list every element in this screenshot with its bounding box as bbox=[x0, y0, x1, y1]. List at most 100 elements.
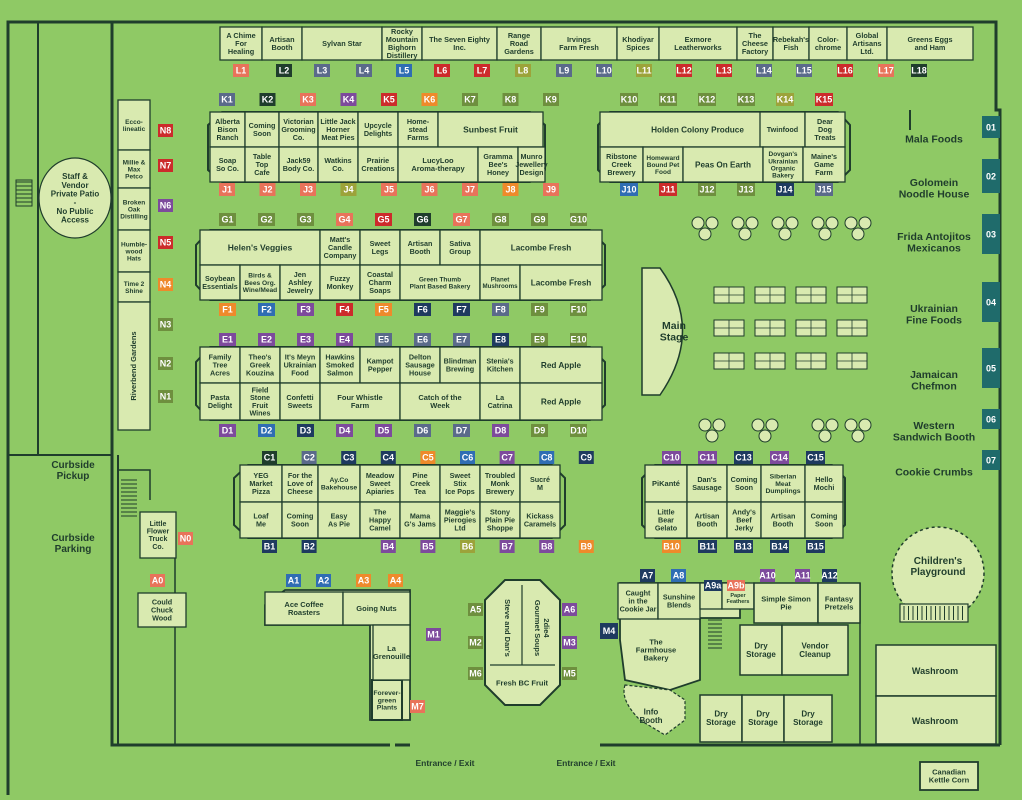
booth-c11[interactable] bbox=[686, 464, 728, 503]
booth-j2[interactable] bbox=[244, 146, 280, 183]
booth-l5[interactable] bbox=[381, 26, 423, 61]
code-tag-a4 bbox=[388, 574, 403, 587]
booth-l12[interactable] bbox=[658, 26, 738, 61]
booth-f5[interactable] bbox=[359, 264, 401, 301]
booth-d9[interactable] bbox=[519, 382, 603, 421]
booth-c14[interactable] bbox=[760, 464, 806, 503]
booth-b13[interactable] bbox=[726, 501, 762, 539]
booth-a0[interactable] bbox=[137, 592, 187, 628]
kettle-corn-stand[interactable] bbox=[919, 761, 979, 791]
booth-d6[interactable] bbox=[399, 382, 481, 421]
booth-b8[interactable] bbox=[479, 501, 521, 539]
booth-l1[interactable] bbox=[219, 26, 263, 61]
booth-j15[interactable] bbox=[802, 146, 846, 183]
booth-c1[interactable] bbox=[239, 464, 283, 503]
booth-n4[interactable] bbox=[117, 271, 151, 303]
booth-d1[interactable] bbox=[199, 382, 241, 421]
booth-e1[interactable] bbox=[199, 346, 241, 384]
code-tag-c10 bbox=[662, 451, 681, 464]
booth-e5[interactable] bbox=[359, 346, 401, 384]
booth-d4[interactable] bbox=[319, 382, 401, 421]
booth-k3[interactable] bbox=[278, 111, 319, 148]
booth-a8[interactable] bbox=[657, 582, 701, 620]
booth-j4[interactable] bbox=[317, 146, 359, 183]
code-tag-d3 bbox=[297, 424, 314, 437]
booth-l18[interactable] bbox=[886, 26, 974, 61]
booth-a7[interactable] bbox=[617, 582, 659, 620]
booth-j12[interactable] bbox=[682, 146, 764, 183]
booth-c4[interactable] bbox=[317, 464, 361, 503]
booth-b6[interactable] bbox=[399, 501, 441, 539]
booth-l14[interactable] bbox=[736, 26, 774, 61]
booth-b14[interactable] bbox=[760, 501, 806, 539]
booth-l16[interactable] bbox=[808, 26, 848, 61]
booth-b9[interactable] bbox=[519, 501, 561, 539]
booth-j10[interactable] bbox=[599, 146, 644, 183]
booth-e8[interactable] bbox=[479, 346, 521, 384]
booth-j5[interactable] bbox=[357, 146, 399, 183]
booth-k6[interactable] bbox=[397, 111, 439, 148]
booth-f4[interactable] bbox=[319, 264, 361, 301]
code-label-e4: E4 bbox=[339, 335, 350, 345]
booth-j1[interactable] bbox=[209, 146, 246, 183]
booth-l3[interactable] bbox=[301, 26, 383, 61]
booth-f3[interactable] bbox=[279, 264, 321, 301]
booth-k15[interactable] bbox=[804, 111, 846, 148]
booth-b5[interactable] bbox=[359, 501, 401, 539]
booth-n1[interactable] bbox=[117, 301, 151, 431]
code-label-d4: D4 bbox=[339, 426, 351, 436]
booth-f1[interactable] bbox=[199, 264, 241, 301]
booth-e6[interactable] bbox=[399, 346, 441, 384]
code-tag-l7 bbox=[474, 64, 490, 77]
booth-c6[interactable] bbox=[399, 464, 441, 503]
booth-a3[interactable] bbox=[342, 591, 411, 626]
booth-l6[interactable] bbox=[421, 26, 498, 61]
booth-b2[interactable] bbox=[281, 501, 319, 539]
booth-l17[interactable] bbox=[846, 26, 888, 61]
code-tag-01 bbox=[982, 116, 1000, 138]
booth-f6[interactable] bbox=[399, 264, 481, 301]
booth-e2[interactable] bbox=[239, 346, 281, 384]
booth-j3[interactable] bbox=[278, 146, 319, 183]
booth-j14[interactable] bbox=[762, 146, 804, 183]
booth-j11[interactable] bbox=[642, 146, 684, 183]
booth-j9[interactable] bbox=[517, 146, 546, 183]
booth-m1[interactable] bbox=[372, 624, 411, 681]
code-label-m7: M7 bbox=[411, 702, 424, 712]
booth-b7[interactable] bbox=[439, 501, 481, 539]
booth-a1[interactable] bbox=[264, 591, 344, 626]
code-label-l10: L10 bbox=[596, 66, 612, 76]
code-tag-g5 bbox=[375, 213, 392, 226]
booth-l2[interactable] bbox=[261, 26, 303, 61]
booth-f9[interactable] bbox=[519, 264, 603, 301]
booth-b15[interactable] bbox=[804, 501, 844, 539]
booth-d3[interactable] bbox=[279, 382, 321, 421]
code-tag-c11 bbox=[698, 451, 717, 464]
booth-n7[interactable] bbox=[117, 149, 151, 189]
booth-f8[interactable] bbox=[479, 264, 521, 301]
code-tag-j4 bbox=[340, 183, 357, 196]
booth-c7[interactable] bbox=[439, 464, 481, 503]
booth-f2[interactable] bbox=[239, 264, 281, 301]
booth-c15[interactable] bbox=[804, 464, 844, 503]
booth-k1[interactable] bbox=[209, 111, 246, 148]
booth-n8[interactable] bbox=[117, 99, 151, 151]
code-label-n4: N4 bbox=[160, 280, 172, 290]
code-tag-n4 bbox=[158, 278, 173, 291]
booth-g4[interactable] bbox=[319, 229, 361, 266]
booth-b1[interactable] bbox=[239, 501, 283, 539]
round-table bbox=[851, 429, 865, 443]
booth-n0[interactable] bbox=[139, 511, 177, 559]
booth-k7[interactable] bbox=[437, 111, 544, 148]
entrance-1-label: Entrance / Exit bbox=[415, 758, 474, 768]
booth-l8[interactable] bbox=[496, 26, 542, 61]
booth-b4[interactable] bbox=[317, 501, 361, 539]
booth-b10[interactable] bbox=[644, 501, 688, 539]
